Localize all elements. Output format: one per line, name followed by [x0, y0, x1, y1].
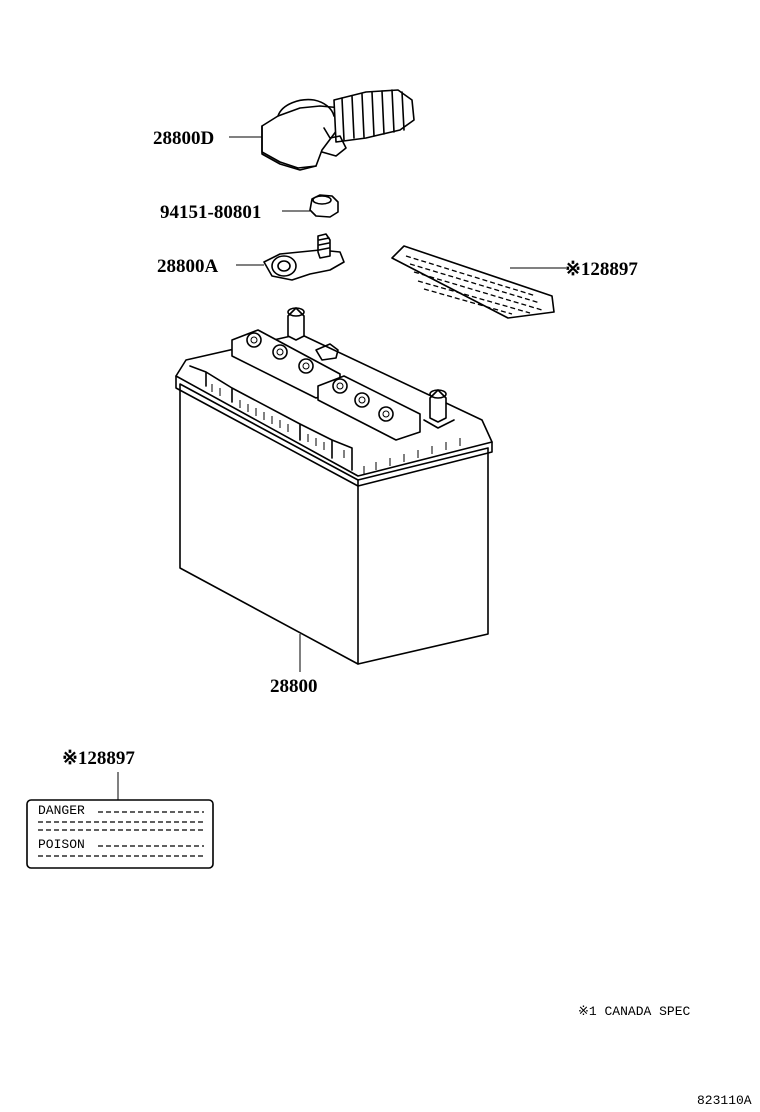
label-28800: 28800 [270, 676, 318, 697]
warning-label-poison: POISON [38, 837, 85, 852]
warning-label-danger: DANGER [38, 803, 85, 818]
terminal-clamp-drawing [236, 233, 345, 281]
nut-drawing [282, 194, 339, 218]
label-sticker-drawing [391, 245, 566, 319]
canada-spec-note: ※1 CANADA SPEC [578, 1004, 691, 1019]
label-94151-80801: 94151-80801 [160, 202, 261, 223]
diagram-code: 823110A [697, 1093, 752, 1108]
label-28897-top: ※128897 [565, 259, 638, 280]
warning-label-detail: DANGER POISON [26, 799, 214, 869]
label-28800A: 28800A [157, 256, 219, 277]
terminal-cover-drawing [229, 89, 415, 171]
label-28800D: 28800D [153, 128, 214, 149]
label-28897-detail: ※128897 [62, 748, 135, 769]
battery-drawing [175, 307, 493, 672]
